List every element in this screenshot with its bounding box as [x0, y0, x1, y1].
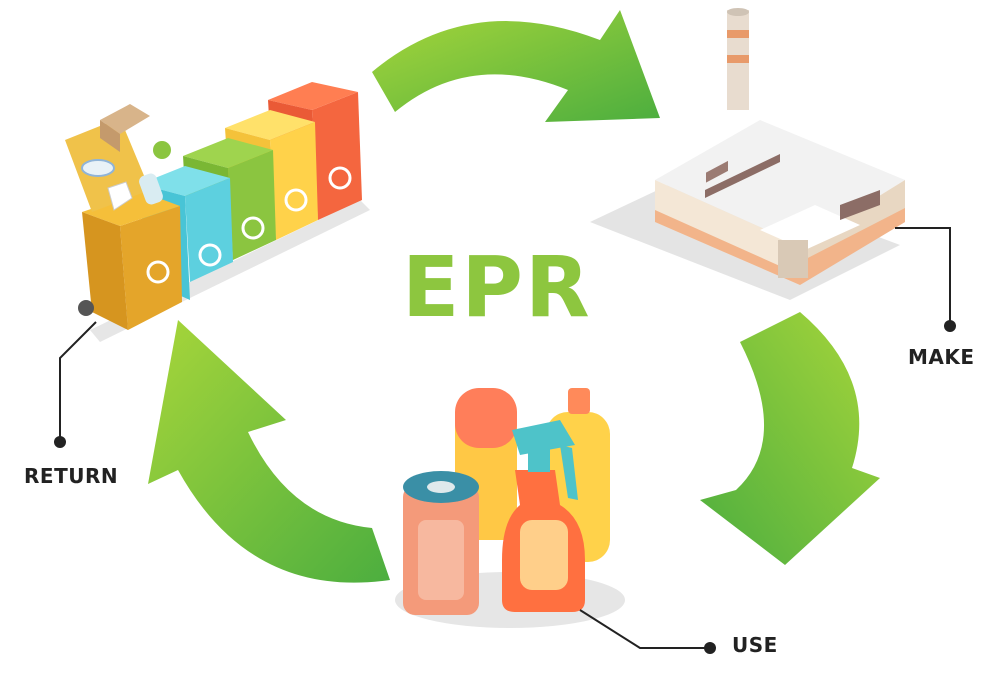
- stage-label-use: USE: [732, 633, 778, 657]
- recycling-bins-icon: [65, 82, 370, 342]
- cycle-arrow-top-icon: [372, 10, 660, 122]
- connector-make: [895, 227, 956, 332]
- diagram-title: EPR: [402, 238, 592, 336]
- connector-use: [579, 609, 716, 654]
- cycle-arrow-left-icon: [148, 320, 390, 583]
- factory-icon: [590, 8, 905, 300]
- cycle-arrow-right-icon: [700, 312, 880, 565]
- connector-return: [54, 321, 97, 448]
- products-icon: [395, 388, 625, 628]
- stage-label-return: RETURN: [24, 464, 119, 488]
- stage-label-make: MAKE: [908, 345, 975, 369]
